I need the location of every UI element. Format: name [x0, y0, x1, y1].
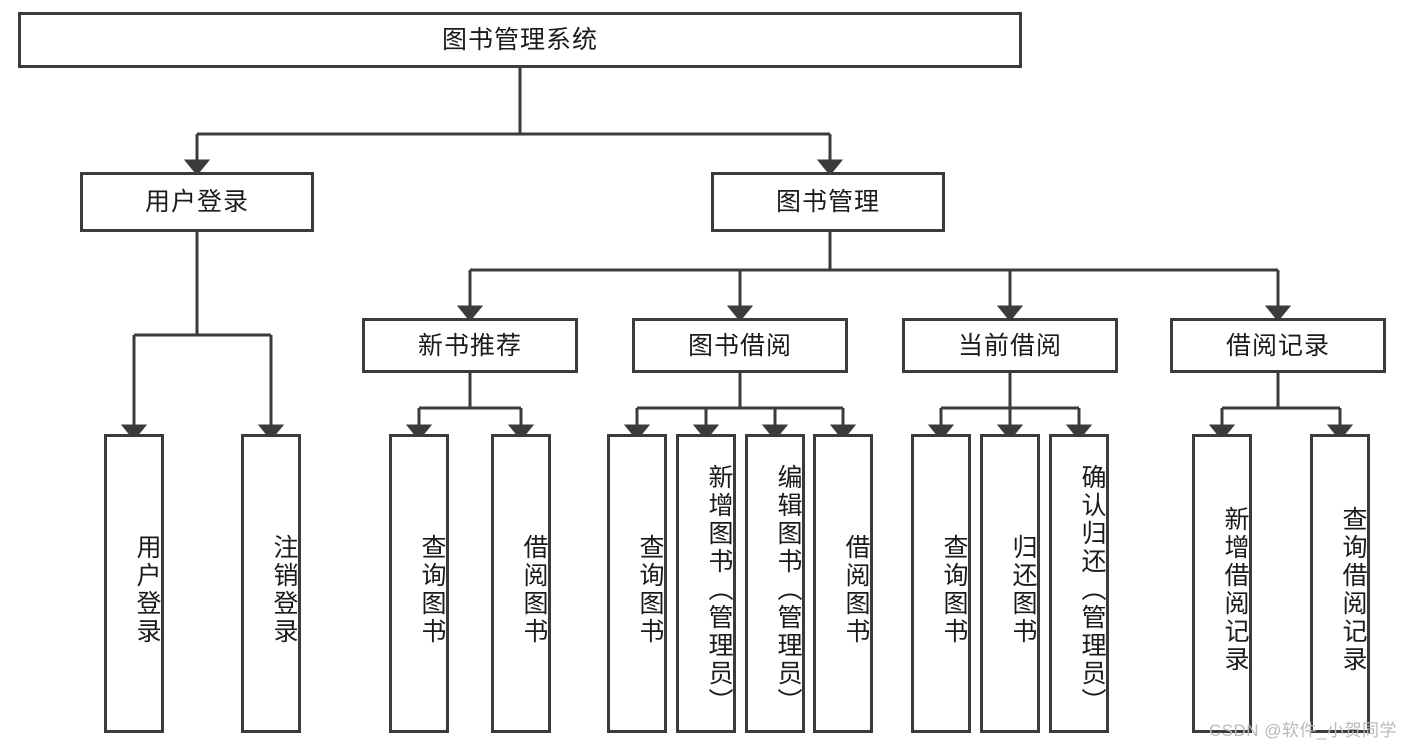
leaf-recommend-borrow-book[interactable]: 借阅图书 [491, 434, 551, 733]
leaf-borrow-add-book-admin[interactable]: 新增图书（管理员） [676, 434, 736, 733]
leaf-user-login-login[interactable]: 用户登录 [104, 434, 164, 733]
node-label: 借阅记录 [1225, 331, 1330, 360]
node-label: 新增图书（管理员） [705, 463, 733, 716]
node-label: 新书推荐 [417, 331, 522, 360]
node-label: 借阅图书 [520, 533, 548, 646]
node-label: 用户登录 [133, 533, 161, 646]
node-book-management[interactable]: 图书管理 [711, 172, 945, 232]
node-new-book-recommend[interactable]: 新书推荐 [362, 318, 578, 373]
leaf-user-login-logout[interactable]: 注销登录 [241, 434, 301, 733]
leaf-record-add-record[interactable]: 新增借阅记录 [1192, 434, 1252, 733]
node-borrow-record[interactable]: 借阅记录 [1170, 318, 1386, 373]
node-label: 查询借阅记录 [1339, 505, 1367, 674]
leaf-current-query-book[interactable]: 查询图书 [911, 434, 971, 733]
leaf-record-query-record[interactable]: 查询借阅记录 [1310, 434, 1370, 733]
node-label: 新增借阅记录 [1221, 505, 1249, 674]
leaf-current-return-book[interactable]: 归还图书 [980, 434, 1040, 733]
leaf-borrow-edit-book-admin[interactable]: 编辑图书（管理员） [745, 434, 805, 733]
node-user-login[interactable]: 用户登录 [80, 172, 314, 232]
node-label: 借阅图书 [842, 533, 870, 646]
node-label: 归还图书 [1009, 533, 1037, 646]
node-label: 编辑图书（管理员） [774, 463, 802, 716]
leaf-borrow-borrow-book[interactable]: 借阅图书 [813, 434, 873, 733]
node-book-borrow[interactable]: 图书借阅 [632, 318, 848, 373]
node-label: 注销登录 [270, 533, 298, 646]
node-label: 用户登录 [144, 188, 249, 216]
node-label: 查询图书 [940, 533, 968, 646]
node-label: 图书管理 [775, 188, 880, 216]
watermark: CSDN @软件_小贺同学 [1208, 721, 1397, 740]
node-label: 查询图书 [418, 533, 446, 646]
node-label: 图书管理系统 [441, 26, 598, 54]
node-current-borrow[interactable]: 当前借阅 [902, 318, 1118, 373]
leaf-current-confirm-return-admin[interactable]: 确认归还（管理员） [1049, 434, 1109, 733]
leaf-recommend-query-book[interactable]: 查询图书 [389, 434, 449, 733]
node-label: 当前借阅 [957, 331, 1062, 360]
node-root-system[interactable]: 图书管理系统 [18, 12, 1022, 68]
node-label: 查询图书 [636, 533, 664, 646]
node-label: 图书借阅 [687, 331, 792, 360]
leaf-borrow-query-book[interactable]: 查询图书 [607, 434, 667, 733]
node-label: 确认归还（管理员） [1078, 463, 1106, 716]
